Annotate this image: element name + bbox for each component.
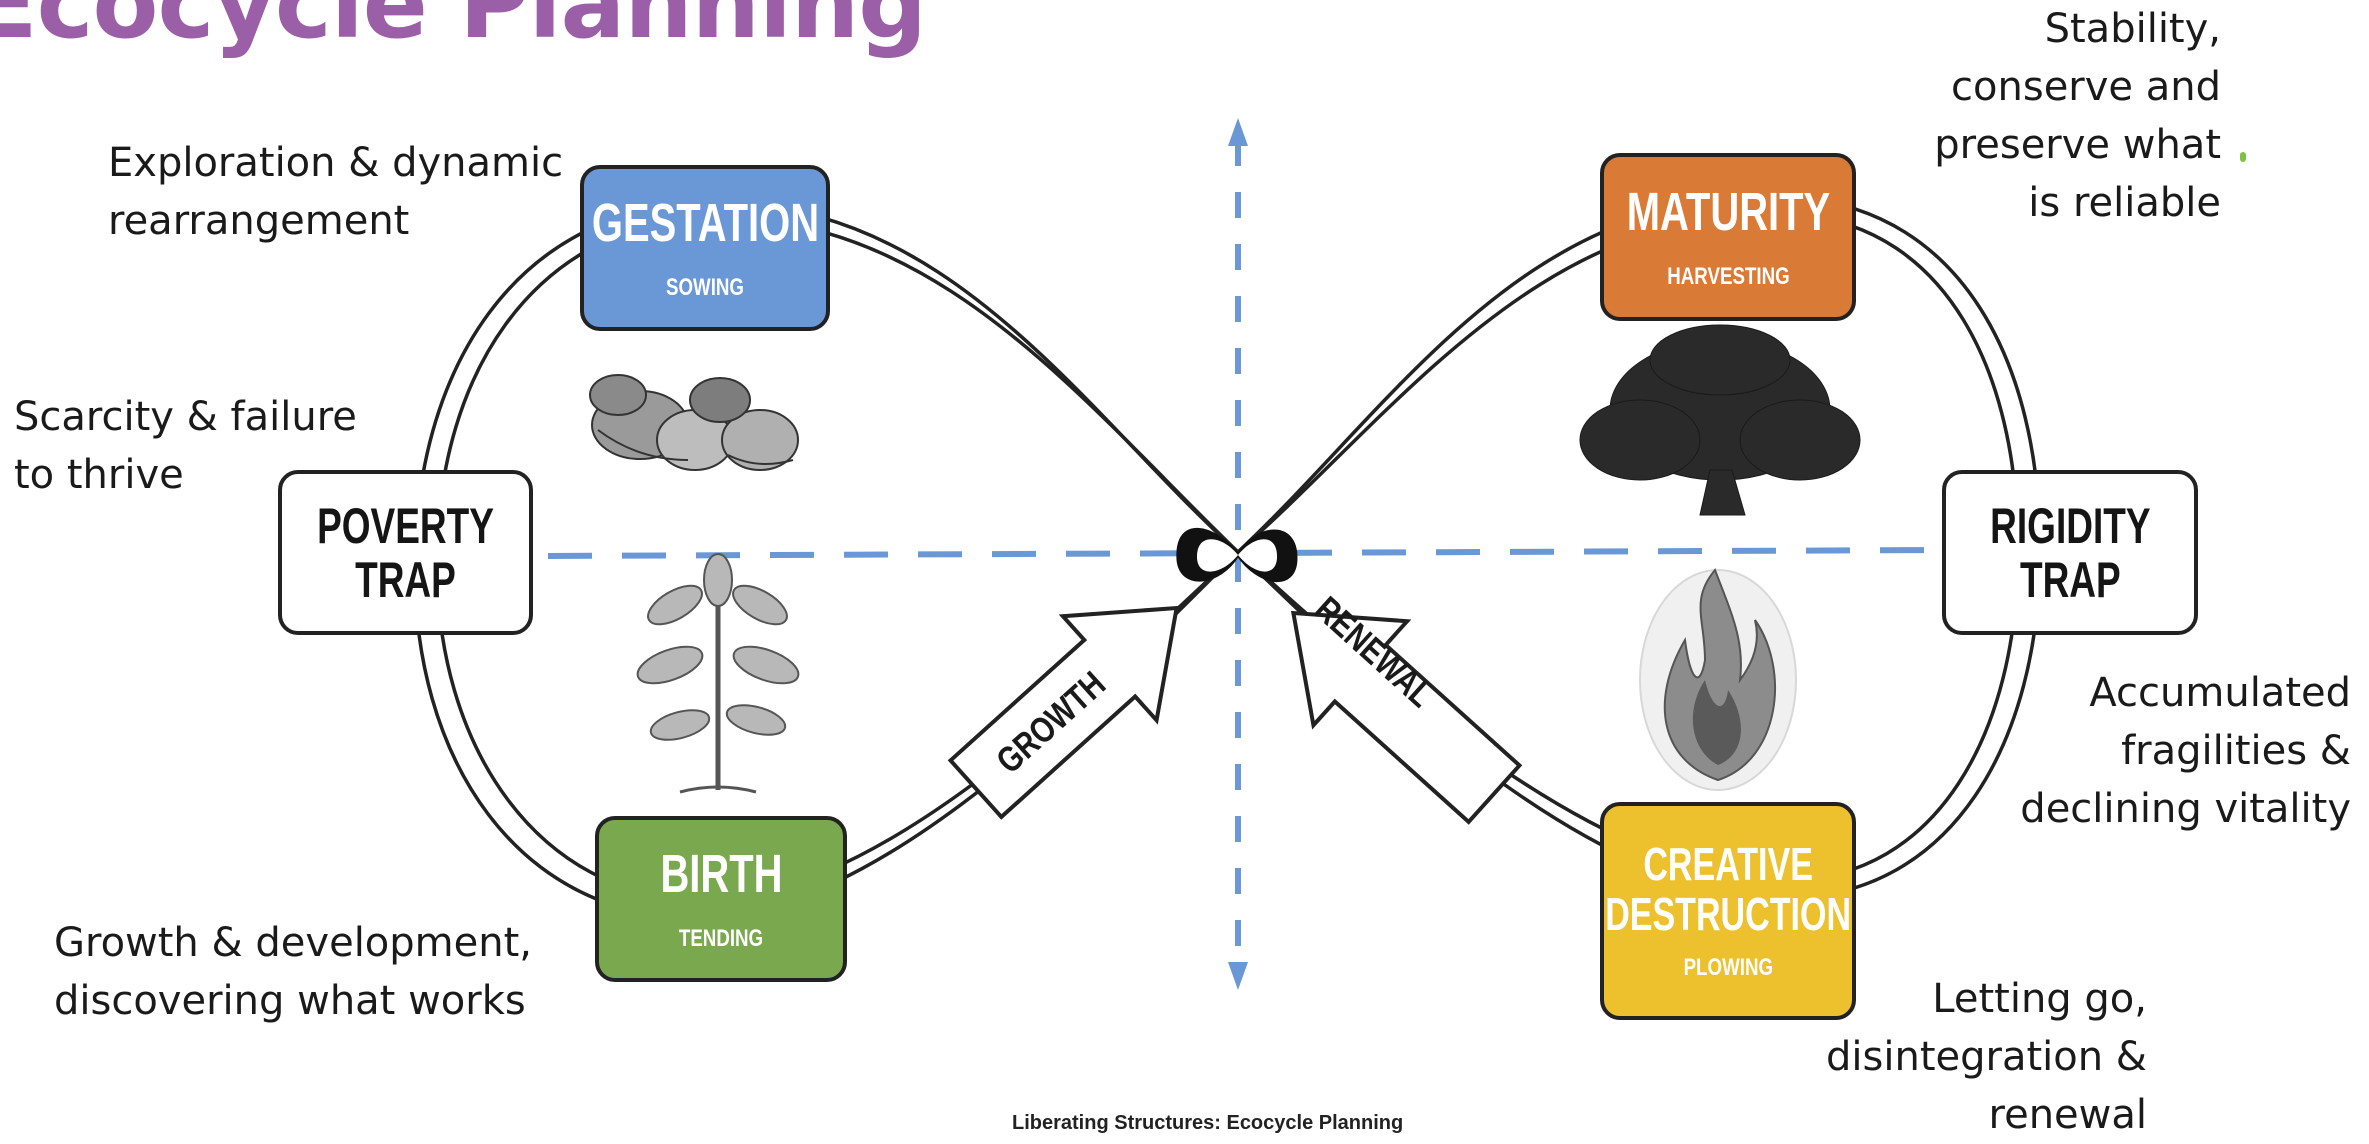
infinity-knot-icon — [1176, 527, 1298, 583]
green-dot — [2240, 152, 2246, 162]
maturity-label: MATURITY — [1626, 181, 1830, 242]
note-growth-development: Growth & development, discovering what w… — [54, 920, 532, 1024]
note-exploration: Exploration & dynamic rearrangement — [108, 140, 564, 244]
gestation-sublabel: SOWING — [666, 274, 744, 302]
footer-caption: Liberating Structures: Ecocycle Planning — [1012, 1112, 1404, 1134]
flame-illustration — [1639, 568, 1797, 791]
page-title: Ecocycle Planning — [0, 0, 927, 60]
birth-box: BIRTH TENDING — [595, 816, 847, 982]
rigidity-trap-label: RIGIDITY TRAP — [1989, 497, 2151, 608]
rigidity-trap-box: RIGIDITY TRAP — [1942, 470, 2198, 635]
gestation-label: GESTATION — [591, 192, 819, 253]
oak-tree-illustration — [1579, 324, 1861, 516]
note-stability: Stability, conserve and preserve what is… — [1934, 6, 2221, 226]
creative-destruction-box: CREATIVE DESTRUCTION PLOWING — [1600, 802, 1856, 1020]
poverty-trap-box: POVERTY TRAP — [278, 470, 533, 635]
gestation-box: GESTATION SOWING — [580, 165, 830, 331]
creative-destruction-label: CREATIVE DESTRUCTION — [1605, 838, 1851, 940]
oak-sapling-illustration — [636, 553, 800, 794]
birth-sublabel: TENDING — [678, 925, 764, 953]
poverty-trap-label: POVERTY TRAP — [317, 497, 494, 608]
arrow-down-icon — [1228, 962, 1248, 990]
note-letting-go: Letting go, disintegration & renewal — [1826, 976, 2147, 1138]
acorns-illustration — [589, 374, 799, 471]
creative-destruction-sublabel: PLOWING — [1683, 953, 1773, 981]
birth-label: BIRTH — [659, 843, 783, 904]
growth-arrow: GROWTH — [947, 605, 1180, 820]
maturity-sublabel: HARVESTING — [1666, 263, 1790, 291]
arrow-up-icon — [1228, 118, 1248, 146]
maturity-box: MATURITY HARVESTING — [1600, 153, 1856, 321]
note-scarcity: Scarcity & failure to thrive — [14, 394, 357, 498]
note-accumulated: Accumulated fragilities & declining vita… — [2020, 670, 2351, 832]
